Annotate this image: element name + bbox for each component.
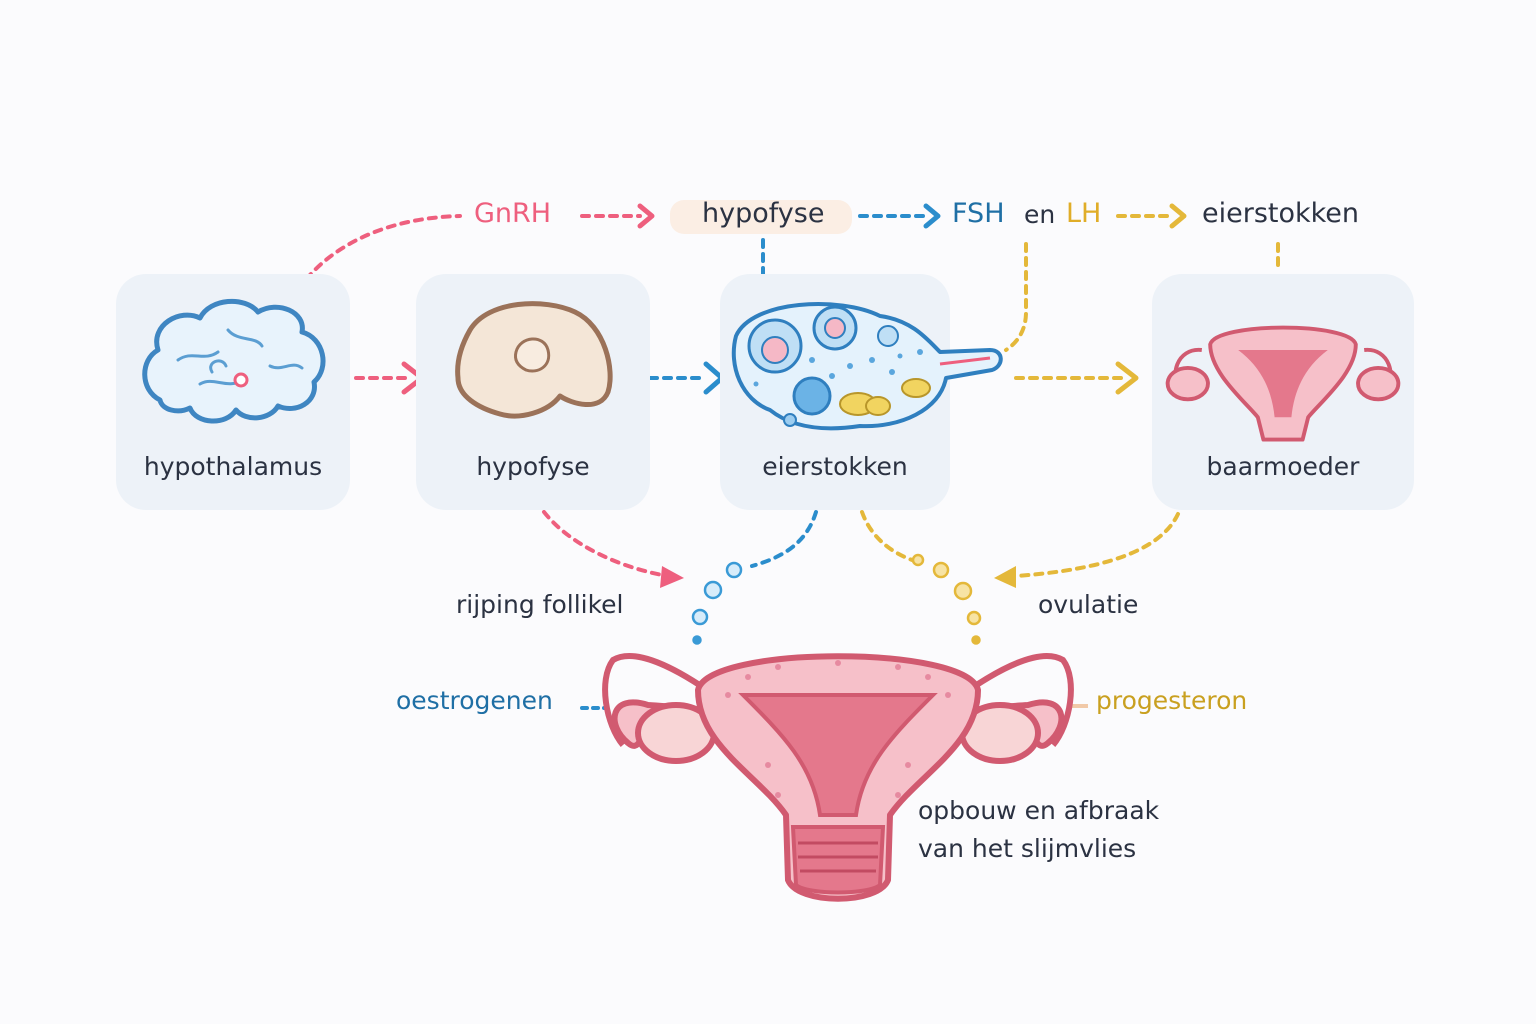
arrowhead bbox=[1169, 203, 1187, 229]
card-label-hypothalamus: hypothalamus bbox=[143, 452, 323, 481]
arrowhead bbox=[994, 566, 1016, 588]
ovary-icon bbox=[731, 302, 1003, 431]
uterus-illustration bbox=[602, 653, 1074, 902]
progesterone-label: progesteron bbox=[1096, 686, 1248, 715]
arrowhead bbox=[923, 203, 941, 229]
gnrh-label: GnRH bbox=[474, 198, 552, 229]
brain-icon bbox=[142, 298, 326, 424]
arrowhead bbox=[637, 203, 655, 229]
arrowhead bbox=[660, 566, 684, 588]
card-label-ovary: eierstokken bbox=[762, 452, 908, 481]
arrowhead bbox=[703, 361, 725, 395]
progesterone-bubbles bbox=[911, 553, 982, 645]
card-label-pituitary: hypofyse bbox=[476, 452, 590, 481]
estrogen-label: oestrogenen bbox=[396, 686, 553, 715]
pituitary-hormone-label: hypofyse bbox=[702, 198, 825, 229]
uterus-icon bbox=[1165, 325, 1401, 442]
line-ovary-progesterone bbox=[860, 510, 920, 564]
line-ovary-estrogen bbox=[750, 510, 818, 568]
pituitary-pill bbox=[670, 200, 852, 234]
card-label-uterus: baarmoeder bbox=[1206, 452, 1360, 481]
pituitary-icon bbox=[455, 301, 613, 419]
arrow-pituitary-follicle bbox=[542, 510, 670, 578]
and-label: en bbox=[1024, 200, 1056, 229]
ovaries-target-label: eierstokken bbox=[1202, 198, 1360, 229]
lh-label: LH bbox=[1066, 198, 1102, 229]
estrogen-bubbles bbox=[691, 561, 743, 645]
arrowhead bbox=[1115, 361, 1139, 395]
ovulation-label: ovulatie bbox=[1038, 590, 1139, 619]
endometrium-line2: van het slijmvlies bbox=[918, 834, 1137, 863]
arrow-uterus-ovulation bbox=[1014, 512, 1180, 578]
endometrium-line1: opbouw en afbraak bbox=[918, 796, 1160, 825]
fsh-label: FSH bbox=[952, 198, 1005, 229]
follicle-label: rijping follikel bbox=[456, 590, 624, 619]
line-lh-ovary bbox=[1004, 242, 1028, 352]
